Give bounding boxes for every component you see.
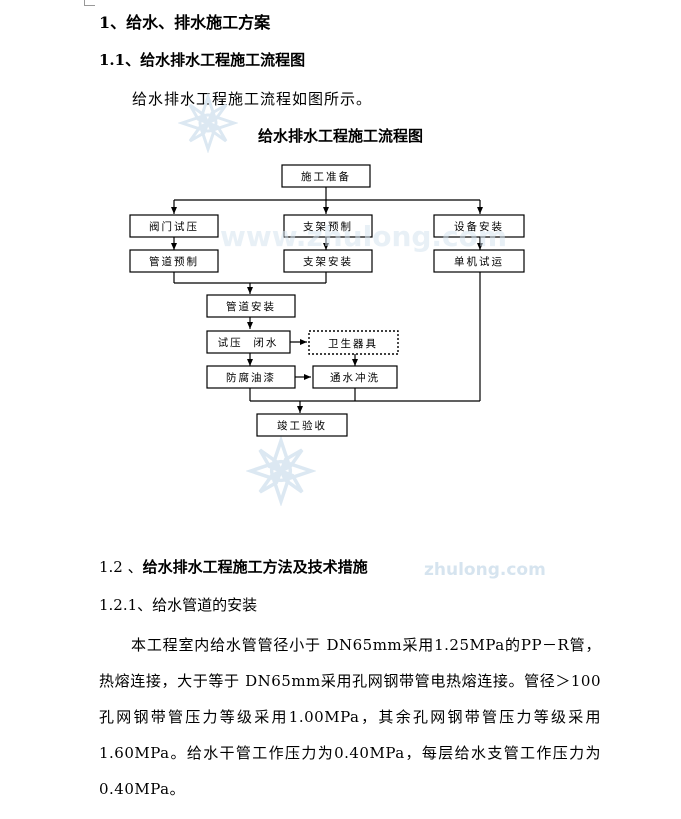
node-prepare: 施工准备 [281,164,371,188]
node-pressure-test: 试压 闭水 [206,330,291,354]
node-label: 管道安装 [226,300,276,313]
node-label: 试压 闭水 [218,336,279,349]
node-label: 防腐油漆 [226,371,276,384]
node-sanitary: 卫生器具 [308,330,399,355]
node-equip-install: 设备安装 [433,214,525,238]
watermark-text-2: zhulong.com [424,560,546,580]
diagram-title: 给水排水工程施工流程图 [257,127,423,145]
node-label: 竣工验收 [277,419,327,432]
node-label: 通水冲洗 [330,371,380,384]
node-label: 支架预制 [303,220,353,233]
node-flush: 通水冲洗 [312,365,398,389]
body-paragraph: 本工程室内给水管管径小于 DN65mm采用1.25MPa的PP－R管，热熔连接，… [99,636,601,798]
node-label: 设备安装 [454,220,504,233]
node-anticorrosion: 防腐油漆 [206,365,296,389]
watermark-flower-icon [178,93,238,153]
node-label: 阀门试压 [149,220,199,233]
node-label: 管道预制 [149,255,199,268]
subsection-heading: 1.2.1、给水管道的安装 [99,596,258,614]
node-label: 单机试运 [454,255,504,268]
flow-connectors [171,187,483,413]
flowchart: 施工准备 阀门试压 支架预制 设备安装 管道预制 支架安装 单机试运 管道安装 … [129,164,525,437]
section-heading: 1.2 、给水排水工程施工方法及技术措施 [99,556,368,577]
node-label: 支架安装 [303,255,353,268]
section-title: 给水排水工程施工方法及技术措施 [142,558,368,576]
node-label: 施工准备 [301,170,351,183]
node-acceptance: 竣工验收 [256,413,348,437]
node-support-install: 支架安装 [283,249,373,273]
node-label: 卫生器具 [328,337,378,350]
section-number: 1.2 、 [99,558,143,576]
intro-text: 给水排水工程施工流程如图所示。 [132,90,373,108]
page-corner-mark [84,0,95,6]
node-valve-test: 阀门试压 [129,214,219,238]
node-pipe-install: 管道安装 [206,294,296,318]
node-support-fab: 支架预制 [283,214,373,238]
watermark-flower-icon [246,436,316,506]
node-pipe-fab: 管道预制 [129,249,219,273]
watermark-text: www.zhulong.com [220,220,508,253]
heading-1: 1、给水、排水施工方案 [99,13,271,32]
node-single-test: 单机试运 [433,249,525,273]
heading-1-1: 1.1、给水排水工程施工流程图 [99,51,306,69]
